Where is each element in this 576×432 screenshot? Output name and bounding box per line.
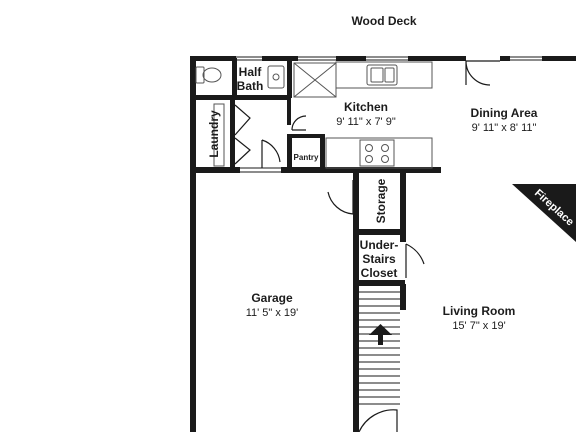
fixtures: [195, 61, 433, 169]
garage-label: Garage: [251, 291, 293, 305]
deck-door: [465, 60, 491, 86]
closet-label-3: Closet: [361, 266, 398, 280]
staircase: [359, 291, 400, 405]
garage-door: [261, 139, 281, 168]
laundry-bifold-lower: [234, 137, 251, 165]
kitchen-counter-top: [335, 61, 433, 89]
stair-up-arrow-icon: [369, 324, 392, 345]
dining-dims: 9' 11" x 8' 11": [472, 122, 537, 134]
living-room-dims: 15' 7" x 19': [452, 320, 505, 332]
entry-door: [358, 409, 398, 432]
hall-door: [291, 115, 307, 131]
storage-door: [327, 180, 354, 215]
toilet-icon: [195, 66, 222, 84]
doors: [234, 60, 500, 432]
kitchen-label: Kitchen: [344, 100, 388, 114]
walls: [190, 56, 576, 432]
kitchen-sink-icon: [366, 64, 398, 86]
deck-label: Wood Deck: [351, 14, 416, 28]
storage-label: Storage: [374, 178, 388, 223]
laundry-bifold-upper: [234, 104, 251, 136]
garage-dims: 11' 5" x 19': [246, 307, 299, 319]
dining-label: Dining Area: [471, 106, 538, 120]
closet-label-1: Under-: [360, 238, 399, 252]
living-room-label: Living Room: [443, 304, 516, 318]
laundry-label: Laundry: [207, 110, 221, 158]
pantry-label: Pantry: [294, 153, 319, 162]
fireplace-shape: [512, 184, 576, 242]
shower-icon: [293, 62, 337, 98]
closet-label-2: Stairs: [362, 252, 396, 266]
bath-sink-icon: [267, 65, 285, 89]
windows: [236, 56, 542, 173]
half-bath-label-2: Bath: [237, 79, 264, 93]
closet-door: [405, 243, 425, 278]
kitchen-counter-bottom: [325, 137, 433, 169]
kitchen-dims: 9' 11" x 7' 9": [336, 116, 396, 128]
laundry-shelf: [213, 103, 225, 167]
stove-icon: [359, 139, 395, 167]
half-bath-label-1: Half: [239, 65, 263, 79]
